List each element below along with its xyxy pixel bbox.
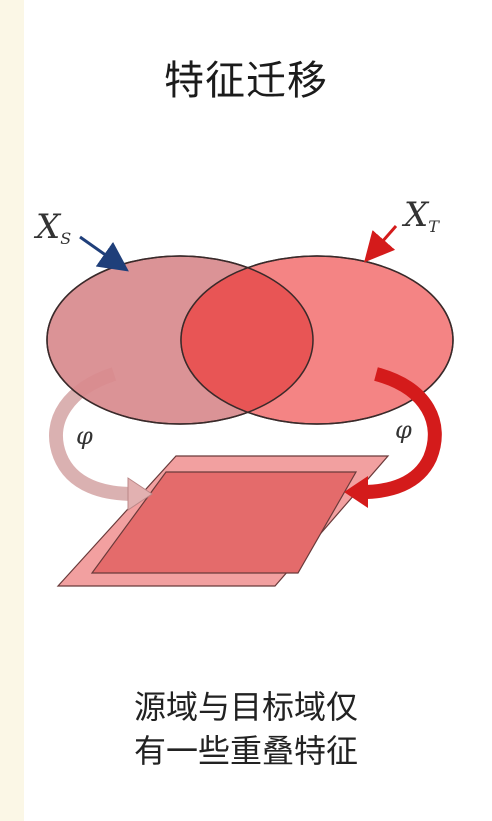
page-title: 特征迁移 [164,58,328,104]
phi-label-left: φ [76,422,93,450]
target-domain-label: XT [401,195,440,236]
phi-label-right: φ [395,416,412,444]
feature-plane-front [90,471,358,574]
phi-mapping-arrowhead-left [127,477,153,511]
overlap-region [181,256,313,424]
target-domain-outline [180,255,454,425]
caption-line-1: 源域与目标域仅 [133,688,358,726]
source-label-arrow [79,235,129,272]
target-label-arrow [364,225,398,263]
source-domain-label: XS [33,207,71,248]
left-margin-strip [0,0,24,821]
source-domain-outline [46,255,314,425]
caption-line-2: 有一些重叠特征 [133,732,358,770]
phi-mapping-arrowhead-right [344,476,368,508]
phi-mapping-arrow-right [361,367,442,499]
